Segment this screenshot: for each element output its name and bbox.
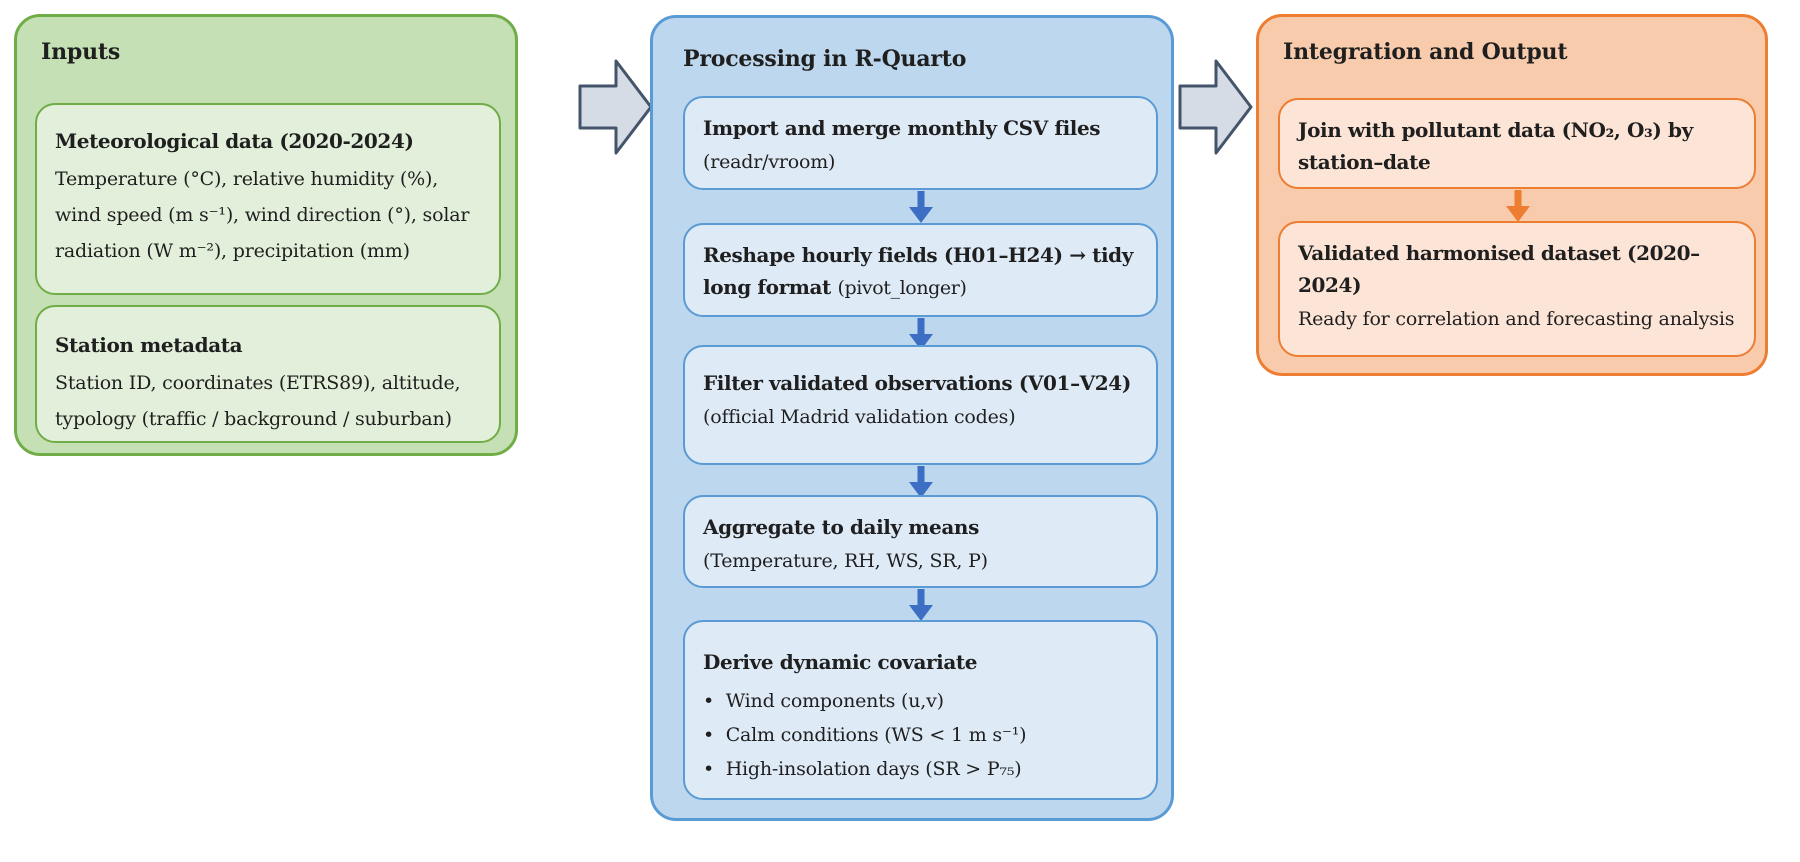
inputs-panel-title: Inputs [41, 39, 121, 65]
join-pollutant-title: Join with pollutant data (NO₂, O₃) by st… [1298, 118, 1693, 174]
flow-arrow-processing-to-output-icon [1178, 59, 1253, 155]
processing-panel: Processing in R-Quarto Import and merge … [650, 15, 1174, 821]
step-aggregate-sub: (Temperature, RH, WS, SR, P) [703, 550, 988, 572]
validated-dataset-sub: Ready for correlation and forecasting an… [1298, 308, 1735, 330]
join-pollutant-card: Join with pollutant data (NO₂, O₃) by st… [1278, 98, 1756, 189]
meteorological-data-card: Meteorological data (2020-2024) Temperat… [35, 103, 501, 295]
step-card-reshape: Reshape hourly fields (H01–H24) → tidy l… [683, 223, 1158, 317]
step-import-title: Import and merge monthly CSV files [703, 116, 1101, 140]
meteorological-data-title: Meteorological data (2020-2024) [55, 129, 414, 153]
integration-panel: Integration and Output Join with polluta… [1256, 14, 1768, 376]
down-arrow-icon [909, 318, 933, 350]
derive-bullet-insolation: High-insolation days (SR > P₇₅) [703, 752, 1138, 786]
step-filter-sub: (official Madrid validation codes) [703, 406, 1016, 428]
validated-dataset-title: Validated harmonised dataset (2020–2024) [1298, 241, 1700, 297]
processing-panel-title: Processing in R-Quarto [683, 46, 967, 72]
down-arrow-icon [1506, 190, 1530, 222]
derive-bullet-list: Wind components (u,v) Calm conditions (W… [703, 684, 1138, 786]
step-card-import: Import and merge monthly CSV files (read… [683, 96, 1158, 190]
integration-panel-title: Integration and Output [1283, 39, 1568, 65]
derive-bullet-wind: Wind components (u,v) [703, 684, 1138, 718]
step-card-filter: Filter validated observations (V01–V24) … [683, 345, 1158, 465]
step-reshape-sub: (pivot_longer) [837, 277, 967, 299]
down-arrow-icon [909, 589, 933, 621]
step-card-derive: Derive dynamic covariate Wind components… [683, 620, 1158, 800]
step-aggregate-title: Aggregate to daily means [703, 515, 979, 539]
station-metadata-title: Station metadata [55, 333, 243, 357]
meteorological-data-body: Temperature (°C), relative humidity (%),… [55, 168, 470, 262]
step-import-sub: (readr/vroom) [703, 151, 836, 173]
station-metadata-body: Station ID, coordinates (ETRS89), altitu… [55, 372, 461, 430]
step-derive-title: Derive dynamic covariate [703, 650, 978, 674]
step-filter-title: Filter validated observations (V01–V24) [703, 371, 1131, 395]
derive-bullet-calm: Calm conditions (WS < 1 m s⁻¹) [703, 718, 1138, 752]
validated-dataset-card: Validated harmonised dataset (2020–2024)… [1278, 221, 1756, 357]
inputs-panel: Inputs Meteorological data (2020-2024) T… [14, 14, 518, 456]
step-card-aggregate: Aggregate to daily means (Temperature, R… [683, 495, 1158, 588]
station-metadata-card: Station metadata Station ID, coordinates… [35, 305, 501, 443]
down-arrow-icon [909, 466, 933, 498]
down-arrow-icon [909, 191, 933, 223]
flow-arrow-inputs-to-processing-icon [578, 59, 653, 155]
step-reshape-title: Reshape hourly fields (H01–H24) → tidy l… [703, 243, 1133, 299]
